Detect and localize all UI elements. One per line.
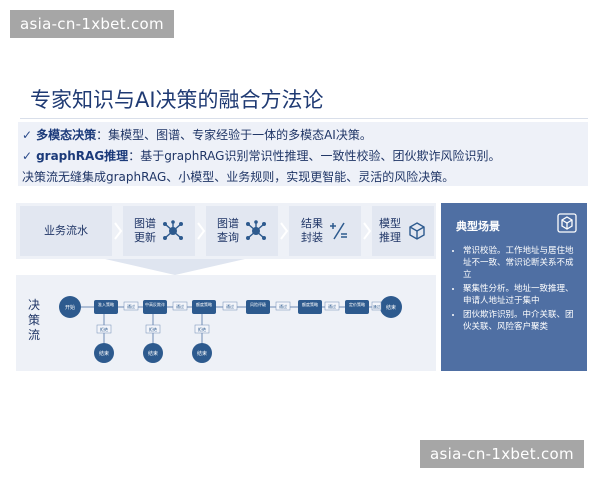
node-end [380,296,402,318]
title-divider [20,118,588,119]
pass-tag [324,301,340,311]
node-label: 开始 [65,304,75,311]
scenario-list: 常识校验。工作地址与居住地址不一致、常识论断关系不成立 聚集性分析。地址一致推理… [449,245,581,335]
arrow-icon [114,222,123,240]
check-icon: ✓ [22,128,33,142]
node-label: 结束 [148,350,158,357]
summary-line-decision: 决策流无缝集成graphRAG、小模型、业务规则，实现更智能、灵活的风险决策。 [22,170,455,184]
pass-label: 通过 [127,303,135,309]
summary-box: ✓多模态决策：集模型、图谱、专家经验于一体的多模态AI决策。 ✓graphRAG… [18,122,588,186]
node-risk-rating [246,300,270,314]
step-result-label2: 封装 [301,231,323,244]
pass-tag [123,301,139,311]
step-graph-query-label2: 查询 [217,231,239,244]
node-pricing-strategy [345,300,369,314]
scenario-title: 典型场景 [456,220,500,233]
cube-icon [557,213,577,233]
node-start [59,296,81,318]
decision-flow-title: 决策流 [28,298,41,342]
step-graph-update: 图谱更新 [123,206,195,256]
node-limit-strategy [298,300,322,314]
node-label: 额度策略 [302,301,318,307]
arrow-icon [280,222,289,240]
scenario-item-gang-fraud: 团伙欺诈识别。中介关联、团伙关联、风险客户聚类 [463,309,581,333]
flow-connector [105,259,245,275]
pass-tag [371,301,382,311]
page-title: 专家知识与AI决策的融合方法论 [30,88,324,112]
graph-network-icon [246,220,266,240]
node-label: 结束 [99,350,109,357]
node-label: 中高反欺诈 [145,301,165,307]
pass-label: 通过 [226,303,234,309]
step-model-inference: 模型推理 [372,206,434,256]
step-business-label: 业务流水 [44,224,88,237]
node-label: 结束 [386,304,396,311]
cube-icon [409,222,425,240]
node-label: 风险评级 [250,301,266,307]
decision-flow-panel [16,275,436,371]
pass-label: 通过 [373,304,381,309]
node-end [192,343,212,363]
reject-tag [96,324,112,334]
watermark-bottom: asia-cn-1xbet.com [420,440,584,468]
node-anti-fraud [143,300,167,314]
step-result-package: 结果封装 [289,206,361,256]
arrow-icon [363,222,372,240]
reject-label: 拒绝 [100,326,108,332]
step-graph-update-label2: 更新 [134,231,156,244]
step-business-flow: 业务流水 [20,206,112,256]
step-graph-query: 图谱查询 [206,206,278,256]
pass-tag [275,301,291,311]
node-end [143,343,163,363]
pass-label: 通过 [279,303,287,309]
arrow-icon [197,222,206,240]
step-result-label1: 结果 [301,217,323,230]
step-graph-update-label1: 图谱 [134,217,156,230]
scenario-item-aggregation: 聚集性分析。地址一致推理、申请人地址过于集中 [463,283,581,307]
pass-label: 通过 [176,303,184,309]
summary-head-multimodal: 多模态决策 [36,128,97,142]
pass-tag [222,301,238,311]
step-model-label2: 推理 [379,231,401,244]
reject-tag [145,324,161,334]
node-admission-strategy [94,300,118,314]
summary-head-graphrag: graphRAG推理 [36,149,129,163]
watermark-top: asia-cn-1xbet.com [10,10,174,38]
summary-line-multimodal: ✓多模态决策：集模型、图谱、专家经验于一体的多模态AI决策。 [22,126,372,143]
node-label: 定价策略 [349,301,365,307]
summary-text-graphrag: ：基于graphRAG识别常识性推理、一致性校验、团伙欺诈风险识别。 [128,149,501,163]
node-label: 准入策略 [98,301,114,307]
summary-line-graphrag: ✓graphRAG推理：基于graphRAG识别常识性推理、一致性校验、团伙欺诈… [22,147,500,164]
step-graph-query-label1: 图谱 [217,217,239,230]
check-icon: ✓ [22,149,33,163]
node-label: 额度策略 [196,301,212,307]
node-credit-strategy [192,300,216,314]
reject-label: 拒绝 [198,326,206,332]
math-operators-icon [330,222,347,240]
summary-text-multimodal: ：集模型、图谱、专家经验于一体的多模态AI决策。 [96,128,372,142]
reject-label: 拒绝 [149,326,157,332]
step-model-label1: 模型 [379,217,401,230]
reject-tag [194,324,210,334]
node-label: 结束 [197,350,207,357]
scenario-item-common-sense: 常识校验。工作地址与居住地址不一致、常识论断关系不成立 [463,245,581,281]
pass-label: 通过 [328,303,336,309]
typical-scenarios-panel: 典型场景 常识校验。工作地址与居住地址不一致、常识论断关系不成立 聚集性分析。地… [441,203,587,371]
graph-network-icon [163,220,183,240]
node-end [94,343,114,363]
pass-tag [172,301,188,311]
